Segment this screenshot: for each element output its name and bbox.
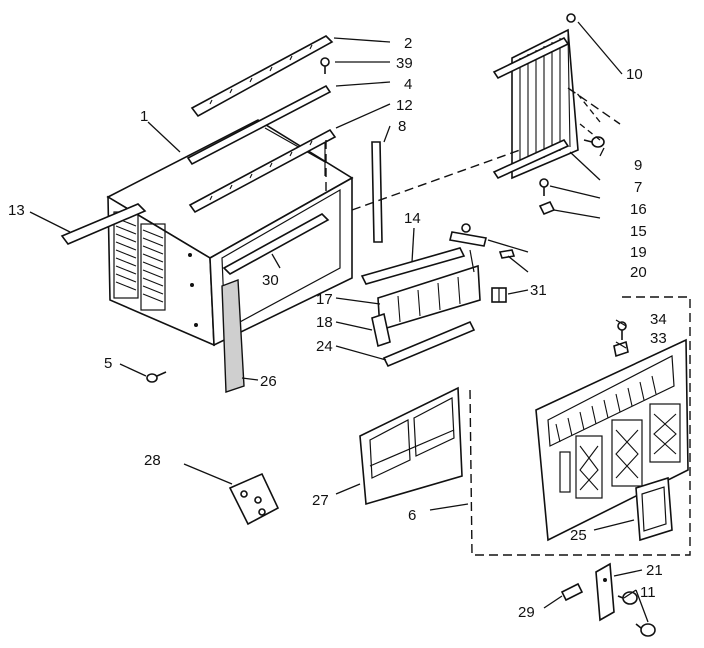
screw-16 — [539, 178, 549, 196]
mount-bracket-28 — [228, 472, 280, 526]
vertical-bracket-part — [371, 141, 383, 243]
bracket-14 — [360, 247, 466, 285]
callout-13: 13 — [8, 202, 25, 219]
knob-11a — [617, 591, 638, 605]
clip-15 — [538, 200, 556, 216]
front-grille-part — [535, 338, 689, 542]
callout-31: 31 — [530, 282, 547, 299]
clip-31 — [491, 287, 507, 303]
callout-39: 39 — [396, 55, 413, 72]
callout-28: 28 — [144, 452, 161, 469]
callout-17: 17 — [316, 291, 333, 308]
control-plate-21 — [595, 562, 615, 622]
screw-34 — [617, 321, 627, 340]
callout-20: 20 — [630, 264, 647, 281]
callout-10: 10 — [626, 66, 643, 83]
seal-strip-part — [186, 84, 332, 166]
screw-39 — [320, 57, 330, 74]
projection-lines — [325, 87, 621, 211]
rail-24 — [382, 320, 476, 368]
middle-rail-part — [188, 128, 337, 214]
air-filter-part — [359, 386, 463, 506]
callout-16: 16 — [630, 201, 647, 218]
screw-5 — [146, 371, 167, 383]
top-rail-part — [190, 35, 334, 118]
callout-18: 18 — [316, 314, 333, 331]
callout-2: 2 — [404, 35, 412, 52]
callout-26: 26 — [260, 373, 277, 390]
callout-1: 1 — [140, 108, 148, 125]
side-louvers — [113, 211, 166, 311]
clip-33 — [613, 340, 629, 358]
seal-strip-13-part — [60, 203, 147, 245]
callout-14: 14 — [404, 210, 421, 227]
leader-lines — [29, 21, 649, 623]
callout-11: 11 — [640, 584, 656, 601]
callout-15: 15 — [630, 223, 647, 240]
callout-27: 27 — [312, 492, 329, 509]
callout-5: 5 — [104, 355, 112, 372]
side-curtain-part — [492, 13, 579, 180]
callout-30: 30 — [262, 272, 279, 289]
knob-11b — [635, 623, 656, 637]
callout-12: 12 — [396, 97, 413, 114]
switch-29 — [560, 582, 584, 602]
callout-labels: 1 2 39 4 12 8 13 5 26 30 14 17 18 24 19 … — [8, 35, 667, 621]
callout-7: 7 — [634, 179, 642, 196]
callout-25: 25 — [570, 527, 587, 544]
screw-9 — [583, 136, 605, 148]
front-grille-group-outline — [469, 296, 691, 556]
callout-21: 21 — [646, 562, 663, 579]
callout-4: 4 — [404, 76, 412, 93]
duct-18 — [371, 312, 391, 348]
callout-24: 24 — [316, 338, 333, 355]
callout-34: 34 — [650, 311, 667, 328]
callout-19: 19 — [630, 244, 647, 261]
foam-gasket-part — [221, 279, 245, 393]
door-25 — [635, 476, 673, 542]
bottom-rail-part — [222, 213, 330, 275]
callout-8: 8 — [398, 118, 406, 135]
callout-29: 29 — [518, 604, 535, 621]
callout-33: 33 — [650, 330, 667, 347]
callout-6: 6 — [408, 507, 416, 524]
clip-20 — [498, 249, 516, 259]
callout-9: 9 — [634, 157, 642, 174]
control-bracket-19 — [449, 223, 487, 273]
